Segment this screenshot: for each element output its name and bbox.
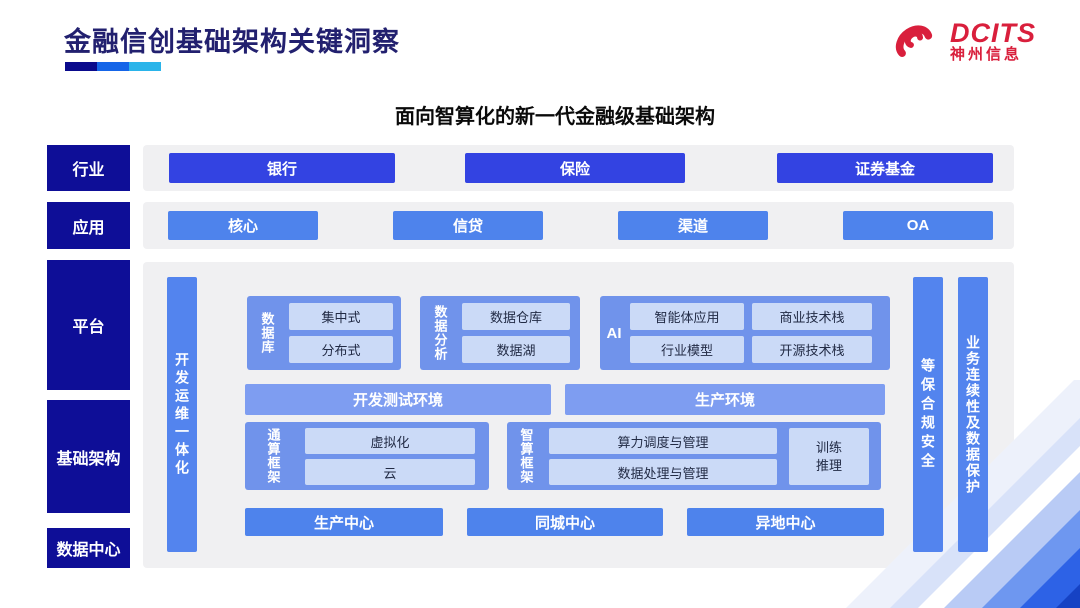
layer-label-datacenter: 数据中心 [47, 528, 130, 568]
database-item: 分布式 [289, 336, 393, 363]
continuity-pillar: 业务连续性及数据保护 [958, 277, 988, 552]
brand-logo: DCITS 神州信息 [888, 14, 1036, 68]
layer-label-infrastructure: 基础架构 [47, 400, 130, 513]
ai-item: 开源技术栈 [752, 336, 872, 363]
database-item: 集中式 [289, 303, 393, 330]
industry-item: 保险 [465, 153, 685, 183]
analytics-group: 数据分析 数据仓库 数据湖 [420, 296, 580, 370]
ai-item: 商业技术栈 [752, 303, 872, 330]
security-pillar: 等保合规安全 [913, 277, 943, 552]
ai-compute-item: 数据处理与管理 [549, 459, 777, 485]
application-item: 核心 [168, 211, 318, 240]
devops-pillar: 开发运维一体化 [167, 277, 197, 552]
logo-brand-text: DCITS [950, 17, 1036, 48]
ai-compute-group-label: 智算框架 [518, 428, 534, 484]
row-label-application: 应用 [47, 202, 130, 249]
ai-compute-group: 智算框架 算力调度与管理 数据处理与管理 训练推理 [507, 422, 881, 490]
page-title: 金融信创基础架构关键洞察 [64, 27, 400, 57]
datacenter-item: 异地中心 [687, 508, 884, 536]
training-inference-item: 训练推理 [789, 428, 869, 485]
corner-decoration [846, 380, 1080, 608]
application-row-strip: 核心 信贷 渠道 OA [143, 202, 1014, 249]
title-underline-segment [129, 62, 161, 71]
application-item: 渠道 [618, 211, 768, 240]
general-compute-item: 虚拟化 [305, 428, 475, 454]
ai-item: 智能体应用 [630, 303, 744, 330]
production-environment-bar: 生产环境 [565, 384, 885, 415]
datacenter-item: 同城中心 [467, 508, 663, 536]
logo-swirl-icon [895, 25, 933, 57]
general-compute-group-label: 通算框架 [265, 428, 281, 484]
diagram-subtitle: 面向智算化的新一代金融级基础架构 [395, 106, 715, 128]
analytics-item: 数据仓库 [462, 303, 570, 330]
platform-panel: 开发运维一体化 数据库 集中式 分布式 数据分析 数据仓库 数据湖 AI 智能体… [143, 262, 1014, 568]
general-compute-group: 通算框架 虚拟化 云 [245, 422, 489, 490]
industry-item: 证券基金 [777, 153, 993, 183]
ai-group-label: AI [606, 324, 622, 342]
title-underline-segment [97, 62, 129, 71]
industry-row-strip: 银行 保险 证券基金 [143, 145, 1014, 191]
application-item: 信贷 [393, 211, 543, 240]
analytics-group-label: 数据分析 [432, 305, 448, 361]
general-compute-item: 云 [305, 459, 475, 485]
title-underline [65, 62, 161, 71]
database-group: 数据库 集中式 分布式 [247, 296, 401, 370]
database-group-label: 数据库 [259, 312, 275, 354]
application-item: OA [843, 211, 993, 240]
analytics-item: 数据湖 [462, 336, 570, 363]
logo-company-text: 神州信息 [950, 46, 1023, 64]
row-label-industry: 行业 [47, 145, 130, 191]
layer-label-platform: 平台 [47, 260, 130, 390]
ai-compute-item: 算力调度与管理 [549, 428, 777, 454]
ai-item: 行业模型 [630, 336, 744, 363]
ai-group: AI 智能体应用 商业技术栈 行业模型 开源技术栈 [600, 296, 890, 370]
devtest-environment-bar: 开发测试环境 [245, 384, 551, 415]
training-inference-label: 训练推理 [815, 439, 842, 473]
title-underline-segment [65, 62, 97, 71]
industry-item: 银行 [169, 153, 395, 183]
datacenter-item: 生产中心 [245, 508, 443, 536]
